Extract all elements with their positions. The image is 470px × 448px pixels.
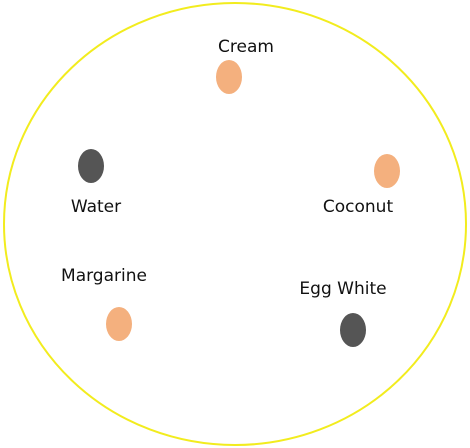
item-egg-white: Egg White [299,279,387,347]
item-margarine: Margarine [61,266,147,341]
item-label-egg-white: Egg White [299,279,386,299]
item-dot-water [78,149,104,183]
item-label-water: Water [71,197,121,217]
item-label-cream: Cream [218,37,274,57]
item-coconut: Coconut [323,154,400,217]
item-cream: Cream [216,37,274,94]
item-label-margarine: Margarine [61,266,147,286]
item-dot-egg-white [340,313,366,347]
item-dot-coconut [374,154,400,188]
set-boundary-circle [3,2,467,446]
item-dot-cream [216,60,242,94]
item-dot-margarine [106,307,132,341]
item-water: Water [71,149,121,217]
item-label-coconut: Coconut [323,197,394,217]
